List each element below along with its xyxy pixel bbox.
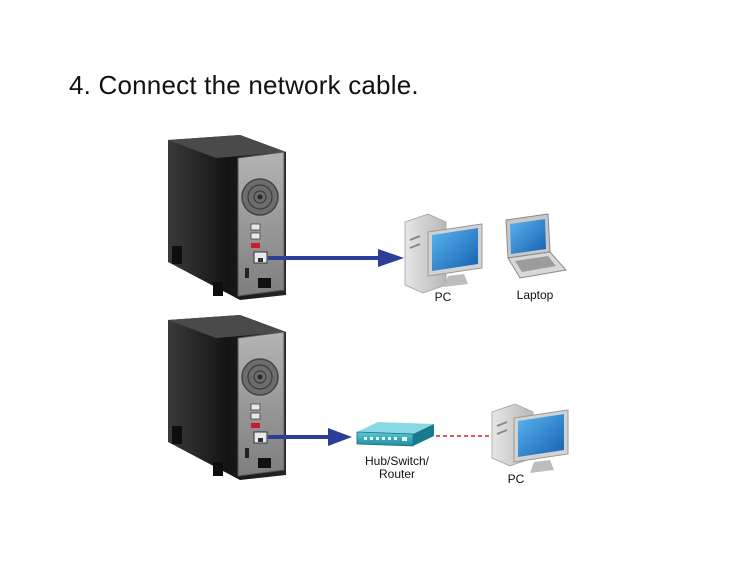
pc-label-bottom: PC bbox=[507, 472, 525, 486]
hub-label: Hub/Switch/ Router bbox=[352, 455, 442, 481]
hub-switch-router-icon bbox=[356, 422, 434, 447]
pc-icon-top bbox=[404, 213, 483, 294]
cable-arrow-top bbox=[268, 249, 404, 267]
laptop-icon bbox=[505, 213, 567, 279]
pc-label-top: PC bbox=[434, 290, 452, 304]
hub-label-line2: Router bbox=[378, 467, 416, 481]
hub-label-line1: Hub/Switch/ bbox=[364, 454, 430, 468]
ethernet-port bbox=[253, 251, 268, 264]
cable-arrow-bottom bbox=[268, 428, 352, 446]
pc-icon-bottom bbox=[491, 403, 569, 473]
nas-device-bottom bbox=[168, 315, 286, 480]
nas-device-top bbox=[168, 135, 286, 300]
page-title: 4. Connect the network cable. bbox=[69, 70, 419, 100]
laptop-label: Laptop bbox=[516, 288, 554, 302]
ethernet-port bbox=[253, 431, 268, 444]
